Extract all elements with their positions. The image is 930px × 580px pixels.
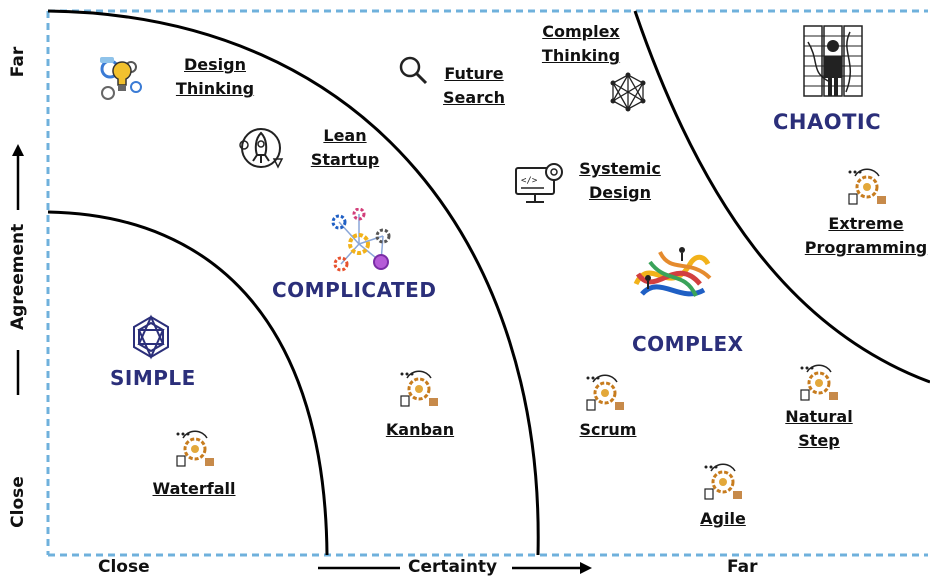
svg-text:</>: </> [521, 176, 538, 186]
hexagon-knot-icon [133, 314, 169, 360]
server-person-icon [803, 25, 863, 97]
process-gear-icon [848, 168, 886, 205]
process-gear-icon [800, 364, 838, 401]
agile-label: Agile [700, 509, 746, 528]
x-axis-far-label: Far [727, 557, 758, 577]
process-gear-icon [586, 374, 624, 411]
process-gear-icon [176, 430, 214, 467]
y-axis-title: Agreement [8, 223, 28, 330]
arrows-swirl-icon [633, 247, 712, 297]
kanban-label: Kanban [385, 420, 455, 439]
simple-boundary-curve [47, 210, 329, 556]
zone-complex-label: COMPLEX [632, 332, 744, 356]
lightbulb-gears-icon [100, 57, 142, 100]
monitor-code-icon: </> [515, 163, 563, 203]
y-axis-arrowhead [12, 144, 24, 156]
zone-chaotic-label: CHAOTIC [773, 110, 882, 134]
x-axis-arrowhead [580, 562, 592, 574]
magnifier-icon [399, 56, 428, 85]
zone-simple-label: SIMPLE [110, 366, 196, 390]
complicated-boundary-curve [47, 9, 540, 556]
network-icon [610, 72, 646, 112]
process-gear-icon [400, 370, 438, 407]
y-axis-close-label: Close [8, 476, 28, 528]
gear-network-icon [331, 208, 391, 272]
x-axis-close-label: Close [98, 557, 150, 577]
waterfall-label: Waterfall [152, 479, 236, 498]
rocket-icon [239, 128, 284, 169]
process-gear-icon [704, 463, 742, 500]
zone-complicated-label: COMPLICATED [272, 278, 437, 302]
complex-boundary-curve [633, 10, 930, 384]
y-axis-far-label: Far [8, 46, 28, 78]
x-axis-title: Certainty [408, 557, 498, 577]
scrum-label: Scrum [579, 420, 637, 439]
